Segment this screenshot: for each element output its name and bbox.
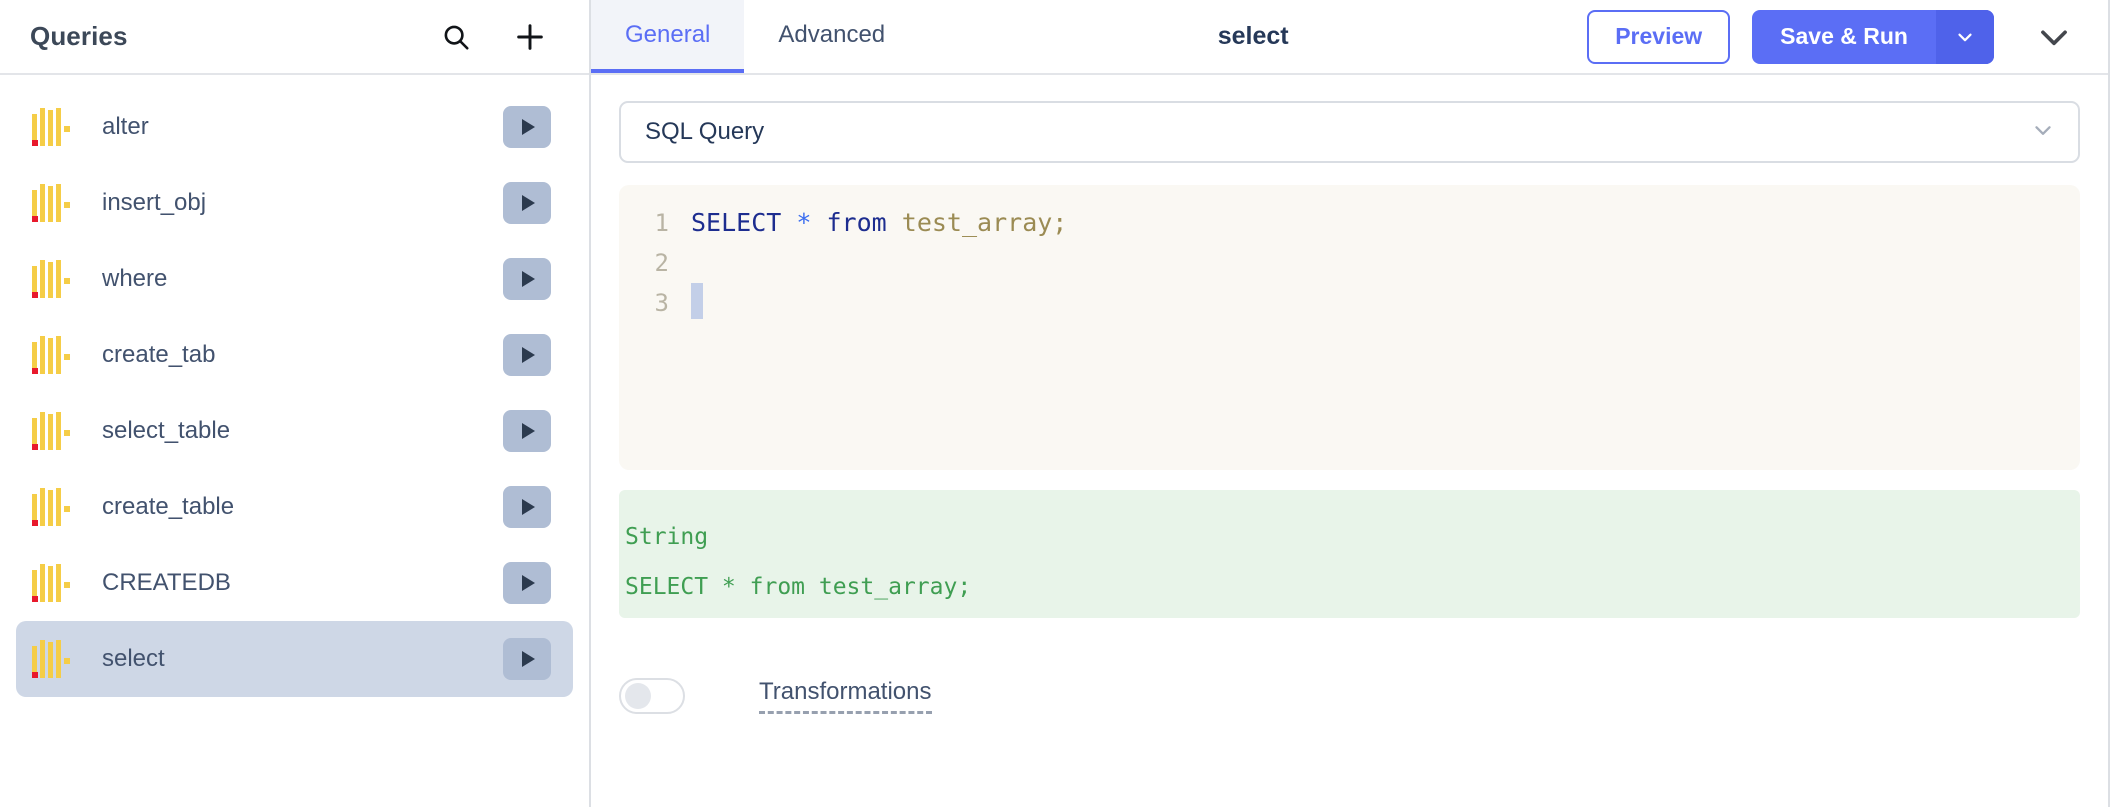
code-token — [887, 208, 902, 237]
sql-query-icon — [32, 260, 70, 298]
transformations-toggle[interactable] — [619, 678, 685, 714]
code-line-text — [691, 283, 703, 325]
query-type-value: SQL Query — [645, 118, 765, 145]
preview-button[interactable]: Preview — [1587, 9, 1731, 64]
query-list-item[interactable]: alter — [16, 89, 573, 165]
code-line: 3 — [619, 283, 2080, 323]
code-token: * — [796, 208, 812, 237]
sql-query-icon — [32, 564, 70, 602]
code-line: 2 — [619, 243, 2080, 283]
code-token: from — [826, 208, 887, 237]
query-list-item-label: alter — [102, 113, 149, 140]
page-title: Queries — [30, 21, 128, 51]
query-list-item[interactable]: create_table — [16, 469, 573, 545]
query-list-item[interactable]: create_tab — [16, 317, 573, 393]
query-list-item-label: insert_obj — [102, 189, 207, 216]
transformations-row: Transformations — [619, 678, 2080, 744]
result-value: SELECT * from test_array; — [625, 574, 972, 600]
text-cursor — [691, 283, 703, 319]
query-list-item-label: select_table — [102, 417, 231, 444]
code-token: SELECT — [691, 208, 782, 237]
run-query-play-icon[interactable] — [503, 334, 551, 376]
run-query-play-icon[interactable] — [503, 638, 551, 680]
sql-query-icon — [32, 640, 70, 678]
run-query-play-icon[interactable] — [503, 182, 551, 224]
query-list-item-label: where — [102, 265, 168, 292]
chevron-down-icon[interactable] — [2030, 117, 2056, 148]
query-list-item[interactable]: select — [16, 621, 573, 697]
sql-query-icon — [32, 184, 70, 222]
code-line-number: 3 — [654, 289, 669, 317]
code-token: ; — [1052, 208, 1068, 237]
toolbar-spacer-left — [919, 0, 1218, 73]
query-list-item[interactable]: CREATEDB — [16, 545, 573, 621]
chevron-down-icon[interactable] — [1936, 9, 1994, 64]
tab-advanced[interactable]: Advanced — [778, 20, 886, 48]
query-result-preview: String SELECT * from test_array; — [619, 490, 2080, 618]
query-list-item-label: create_tab — [102, 341, 216, 368]
code-line-text: SELECT * from test_array; — [691, 203, 1067, 243]
toolbar-actions: Preview Save & Run — [1587, 0, 2108, 73]
code-line-number: 1 — [654, 209, 669, 237]
query-list-item[interactable]: select_table — [16, 393, 573, 469]
save-and-run-label: Save & Run — [1780, 23, 1908, 49]
sql-query-icon — [32, 336, 70, 374]
main-toolbar: General Advanced select Preview Save & R… — [591, 0, 2108, 75]
sql-query-icon — [32, 108, 70, 146]
right-rail — [2110, 0, 2124, 807]
query-list-item-label: CREATEDB — [102, 569, 231, 596]
tab-general[interactable]: General — [591, 0, 745, 73]
code-token — [811, 208, 826, 237]
transformations-label: Transformations — [759, 678, 932, 714]
document-title: select — [1217, 22, 1289, 50]
sql-query-icon — [32, 488, 70, 526]
save-and-run-button[interactable]: Save & Run — [1752, 9, 1994, 64]
run-query-play-icon[interactable] — [503, 106, 551, 148]
plus-icon[interactable] — [507, 14, 553, 60]
run-query-play-icon[interactable] — [503, 486, 551, 528]
code-token — [781, 208, 796, 237]
collapse-panel-chevron-down-icon[interactable] — [2026, 9, 2082, 65]
query-list-item-label: create_table — [102, 493, 235, 520]
sql-query-icon — [32, 412, 70, 450]
sidebar-header: Queries — [0, 0, 589, 75]
query-list-item[interactable]: insert_obj — [16, 165, 573, 241]
sql-code-editor[interactable]: 1 SELECT * from test_array; 2 3 — [619, 185, 2080, 470]
code-line-number: 2 — [654, 249, 669, 277]
code-line: 1 SELECT * from test_array; — [619, 203, 2080, 243]
code-token: test_array — [901, 208, 1053, 237]
main-panel: General Advanced select Preview Save & R… — [591, 0, 2110, 807]
query-type-select[interactable]: SQL Query — [619, 101, 2080, 163]
result-type-label: String — [625, 524, 709, 550]
query-list-item-label: select — [102, 645, 165, 672]
toolbar-spacer-right — [1289, 0, 1588, 73]
query-list-item[interactable]: where — [16, 241, 573, 317]
run-query-play-icon[interactable] — [503, 258, 551, 300]
run-query-play-icon[interactable] — [503, 410, 551, 452]
toggle-knob — [625, 683, 651, 709]
search-icon[interactable] — [433, 14, 479, 60]
run-query-play-icon[interactable] — [503, 562, 551, 604]
